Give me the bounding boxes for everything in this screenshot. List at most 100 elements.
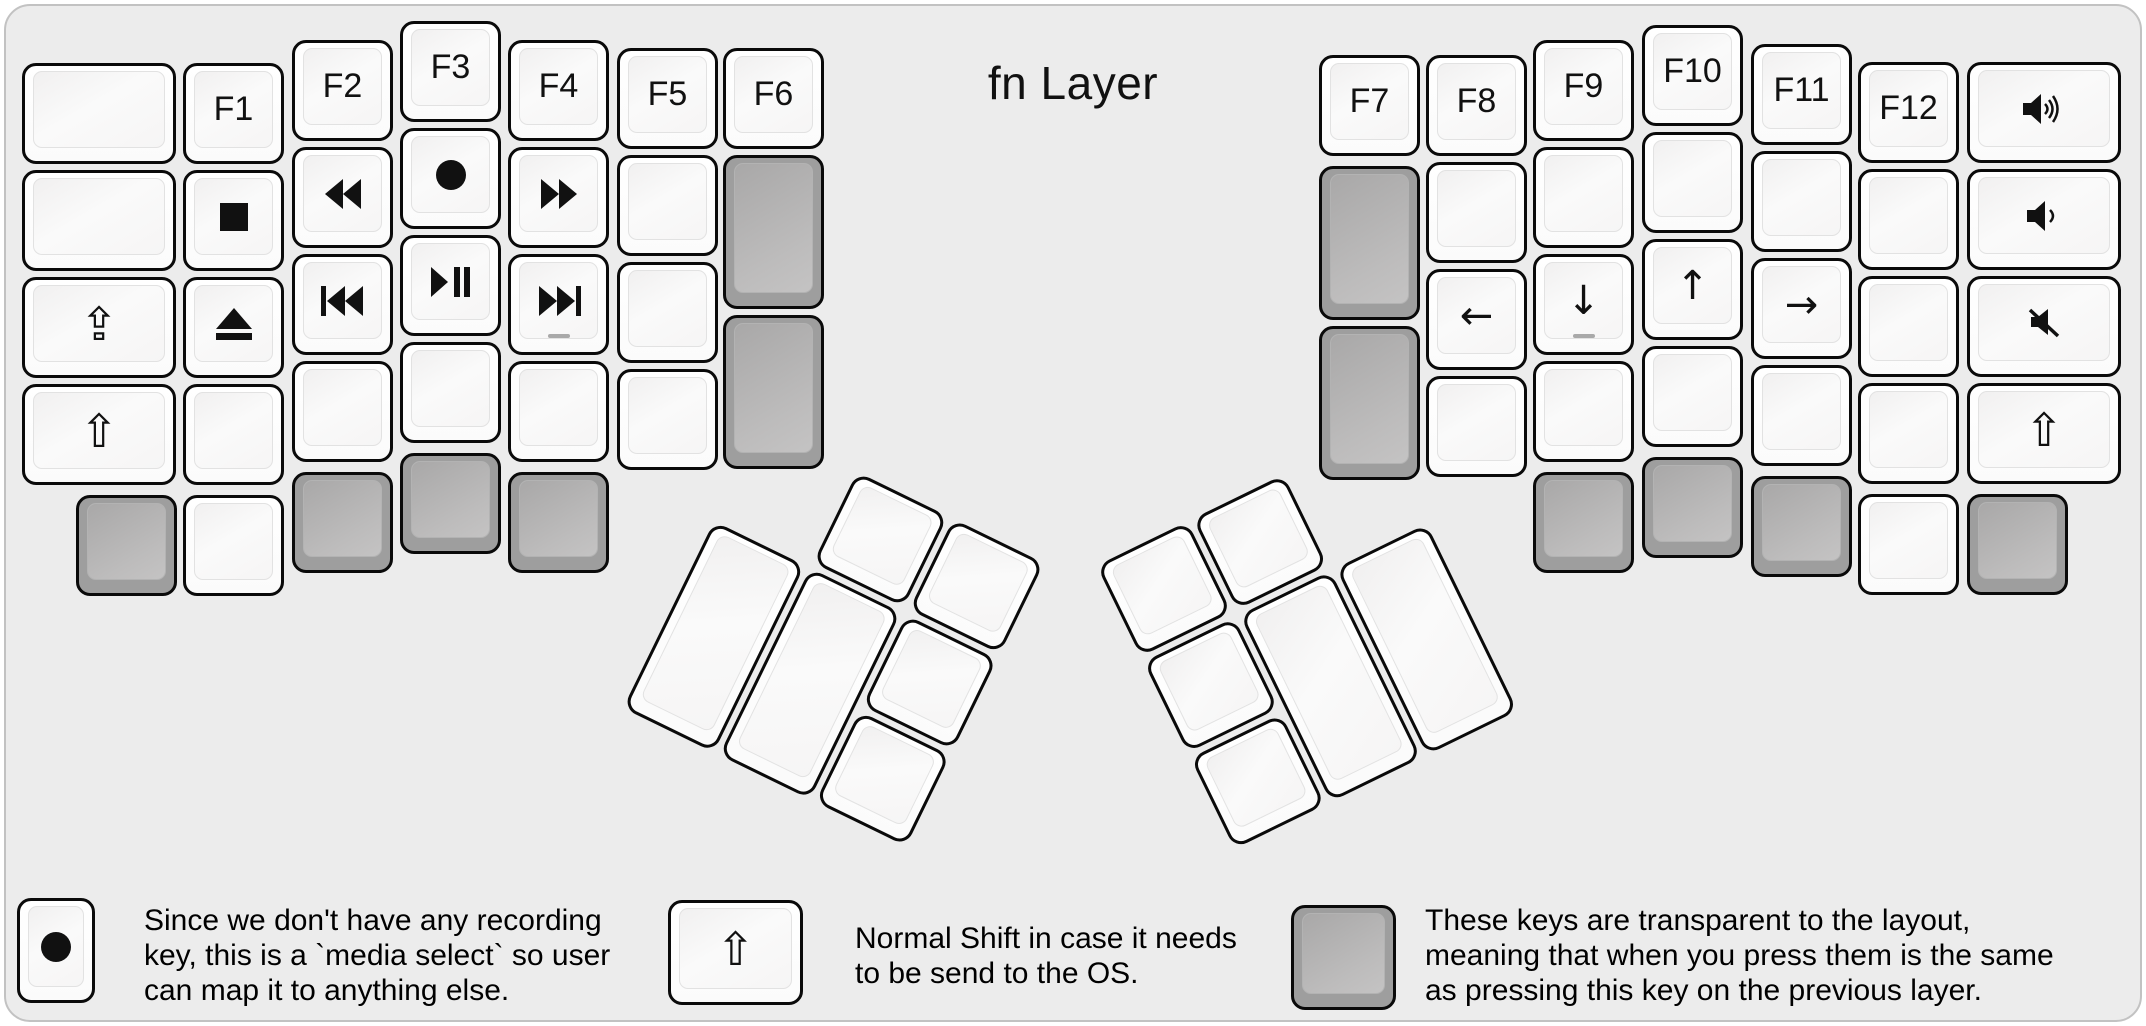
key-f5[interactable]: F5 bbox=[617, 48, 718, 149]
key-legend-key-shift[interactable]: ⇧ bbox=[668, 900, 803, 1005]
key-blank-r-c2-r1[interactable] bbox=[1533, 147, 1634, 248]
play-pause-icon bbox=[430, 266, 471, 297]
key-f9[interactable]: F9 bbox=[1533, 40, 1634, 141]
key-blank-l-c3-r3[interactable] bbox=[400, 342, 501, 443]
keycap-surface bbox=[628, 270, 707, 347]
key-transparent-r-bottom-1[interactable] bbox=[1533, 472, 1634, 573]
key-f12[interactable]: F12 bbox=[1858, 62, 1959, 163]
key-transparent-l-bottom-1[interactable] bbox=[76, 495, 177, 596]
shift-left-icon: ⇧ bbox=[79, 403, 119, 458]
homing-dash bbox=[547, 334, 570, 338]
key-blank-r-c4-r3[interactable] bbox=[1751, 365, 1852, 466]
key-f3[interactable]: F3 bbox=[400, 21, 501, 122]
key-transparent-r-bottom-2[interactable] bbox=[1642, 457, 1743, 558]
key-right-arrow[interactable]: → bbox=[1751, 258, 1852, 359]
keycap-surface bbox=[1544, 369, 1623, 446]
key-f1[interactable]: F1 bbox=[183, 63, 284, 164]
key-legend-key-record[interactable] bbox=[17, 898, 95, 1003]
key-caps-lock[interactable]: ⇪ bbox=[22, 277, 176, 378]
key-next-track[interactable] bbox=[508, 254, 609, 355]
keycap-surface: ↑ bbox=[1653, 247, 1732, 324]
legend-key-shift-icon: ⇧ bbox=[716, 921, 755, 976]
key-f11[interactable]: F11 bbox=[1751, 44, 1852, 145]
key-blank-l-c0-r0[interactable] bbox=[22, 63, 176, 164]
homing-dash bbox=[1572, 334, 1595, 338]
key-f6[interactable]: F6 bbox=[723, 48, 824, 149]
keycap-surface bbox=[1203, 725, 1309, 830]
key-left-arrow[interactable]: ← bbox=[1426, 269, 1527, 370]
key-f8[interactable]: F8 bbox=[1426, 55, 1527, 156]
keycap-surface: F6 bbox=[734, 56, 813, 133]
keycap-surface bbox=[1869, 391, 1948, 468]
legend-text-normal-shift: Normal Shift in case it needs to be send… bbox=[855, 922, 1237, 990]
keycap-surface bbox=[1653, 354, 1732, 431]
key-transparent-r-inner-2[interactable] bbox=[1319, 326, 1420, 480]
key-blank-l-c5-r3[interactable] bbox=[617, 369, 718, 470]
keycap-surface: F9 bbox=[1544, 48, 1623, 125]
key-label-f9: F9 bbox=[1563, 67, 1604, 105]
key-f7[interactable]: F7 bbox=[1319, 55, 1420, 156]
key-transparent-l-bottom-5[interactable] bbox=[508, 472, 609, 573]
next-track-icon bbox=[537, 285, 581, 316]
mute-icon bbox=[2027, 307, 2061, 339]
key-down-arrow[interactable]: ↓ bbox=[1533, 254, 1634, 355]
key-blank-r-c3-r3[interactable] bbox=[1642, 346, 1743, 447]
keycap-surface: ⇧ bbox=[679, 908, 792, 989]
key-f2[interactable]: F2 bbox=[292, 40, 393, 141]
keycap-surface: ⇧ bbox=[33, 392, 165, 469]
key-f10[interactable]: F10 bbox=[1642, 25, 1743, 126]
key-f4[interactable]: F4 bbox=[508, 40, 609, 141]
key-blank-l-c1-r3[interactable] bbox=[183, 384, 284, 485]
key-label-f5: F5 bbox=[647, 75, 688, 113]
key-fast-forward[interactable] bbox=[508, 147, 609, 248]
key-blank-r-c5-r3[interactable] bbox=[1858, 383, 1959, 484]
key-volume-down[interactable] bbox=[1967, 169, 2121, 270]
key-legend-key-transparent[interactable] bbox=[1291, 905, 1396, 1010]
key-label-f10: F10 bbox=[1663, 52, 1722, 90]
key-blank-r-c4-r1[interactable] bbox=[1751, 151, 1852, 252]
key-mute[interactable] bbox=[1967, 276, 2121, 377]
key-blank-r-c5-r1[interactable] bbox=[1858, 169, 1959, 270]
keycap-surface: F12 bbox=[1869, 70, 1948, 147]
key-blank-l-c5-r1[interactable] bbox=[617, 155, 718, 256]
key-blank-l-bottom-2[interactable] bbox=[183, 495, 284, 596]
keycap-surface: F3 bbox=[411, 29, 490, 106]
key-blank-l-c0-r1[interactable] bbox=[22, 170, 176, 271]
key-transparent-r-bottom-5[interactable] bbox=[1967, 494, 2068, 595]
keycap-surface bbox=[194, 392, 273, 469]
key-transparent-l-bottom-3[interactable] bbox=[292, 472, 393, 573]
key-play-pause[interactable] bbox=[400, 235, 501, 336]
fast-forward-icon bbox=[540, 178, 578, 209]
key-shift-right[interactable]: ⇧ bbox=[1967, 383, 2121, 484]
up-arrow-icon: ↑ bbox=[1675, 262, 1710, 309]
key-transparent-l-bottom-4[interactable] bbox=[400, 453, 501, 554]
key-blank-r-c3-r1[interactable] bbox=[1642, 132, 1743, 233]
keycap-surface bbox=[303, 369, 382, 446]
key-blank-l-c5-r2[interactable] bbox=[617, 262, 718, 363]
key-blank-r-c1-r1[interactable] bbox=[1426, 162, 1527, 263]
key-blank-r-c1-r3[interactable] bbox=[1426, 376, 1527, 477]
key-transparent-l-inner-1[interactable] bbox=[723, 155, 824, 309]
key-transparent-r-inner-1[interactable] bbox=[1319, 166, 1420, 320]
key-blank-r-bottom-4[interactable] bbox=[1858, 494, 1959, 595]
key-blank-l-c4-r3[interactable] bbox=[508, 361, 609, 462]
key-transparent-l-inner-2[interactable] bbox=[723, 315, 824, 469]
key-shift-left[interactable]: ⇧ bbox=[22, 384, 176, 485]
key-blank-r-c5-r2[interactable] bbox=[1858, 276, 1959, 377]
key-prev-track[interactable] bbox=[292, 254, 393, 355]
key-record[interactable] bbox=[400, 128, 501, 229]
keycap-surface bbox=[519, 155, 598, 232]
key-stop[interactable] bbox=[183, 170, 284, 271]
keycap-surface bbox=[303, 480, 382, 557]
key-volume-up[interactable] bbox=[1967, 62, 2121, 163]
keycap-surface bbox=[1869, 502, 1948, 579]
keycap-surface bbox=[1762, 484, 1841, 561]
key-up-arrow[interactable]: ↑ bbox=[1642, 239, 1743, 340]
key-eject[interactable] bbox=[183, 277, 284, 378]
key-rewind[interactable] bbox=[292, 147, 393, 248]
key-blank-l-c2-r3[interactable] bbox=[292, 361, 393, 462]
key-blank-r-c2-r3[interactable] bbox=[1533, 361, 1634, 462]
key-transparent-r-bottom-3[interactable] bbox=[1751, 476, 1852, 577]
keycap-surface bbox=[734, 163, 813, 293]
